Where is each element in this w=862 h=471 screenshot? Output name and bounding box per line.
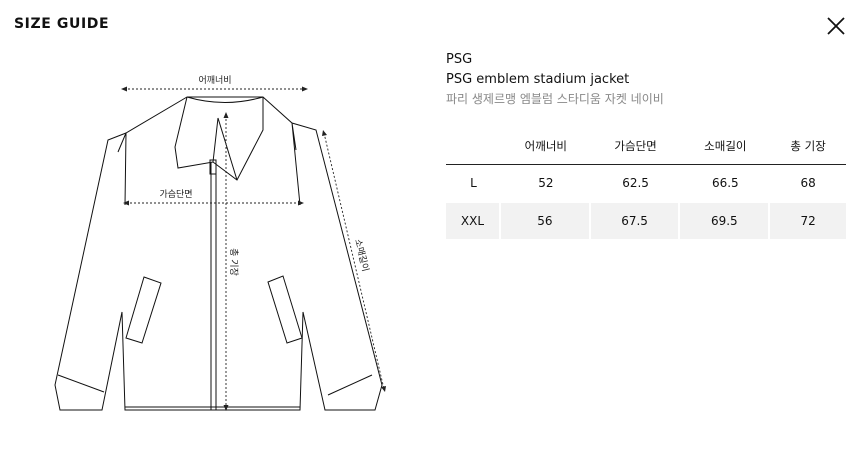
sleeve-label: 소매길이: [352, 238, 371, 273]
product-name-korean: 파리 생제르맹 엠블럼 스타디움 자켓 네이비: [446, 92, 664, 106]
brand-name: PSG: [446, 52, 473, 67]
column-header-size: [446, 128, 501, 165]
product-info: PSG PSG emblem stadium jacket 파리 생제르맹 엠블…: [446, 52, 664, 107]
size-table: 어깨너비 가슴단면 소매길이 총 기장 L 52 62.5 66.5 68 XX…: [446, 128, 846, 239]
column-header-shoulder: 어깨너비: [500, 128, 591, 165]
table-row: XXL 56 67.5 69.5 72: [446, 203, 846, 239]
column-header-sleeve: 소매길이: [680, 128, 771, 165]
table-row: L 52 62.5 66.5 68: [446, 165, 846, 203]
table-header-row: 어깨너비 가슴단면 소매길이 총 기장: [446, 128, 846, 165]
value-cell: 62.5: [590, 165, 681, 203]
jacket-diagram: 어깨너비 가슴단면 총 기장 소매길이: [54, 74, 386, 411]
length-label: 총 기장: [228, 248, 239, 276]
column-header-length: 총 기장: [770, 128, 846, 165]
value-cell: 56: [500, 203, 591, 239]
value-cell: 72: [770, 203, 846, 239]
value-cell: 67.5: [590, 203, 681, 239]
size-cell: XXL: [446, 203, 501, 239]
value-cell: 52: [500, 165, 591, 203]
value-cell: 66.5: [680, 165, 771, 203]
modal-title: SIZE GUIDE: [14, 16, 110, 32]
shoulder-label: 어깨너비: [198, 74, 231, 86]
value-cell: 68: [770, 165, 846, 203]
product-name: PSG emblem stadium jacket: [446, 72, 630, 87]
value-cell: 69.5: [680, 203, 771, 239]
chest-label: 가슴단면: [159, 189, 192, 200]
close-icon[interactable]: [824, 14, 848, 38]
size-cell: L: [446, 165, 501, 203]
column-header-chest: 가슴단면: [590, 128, 681, 165]
